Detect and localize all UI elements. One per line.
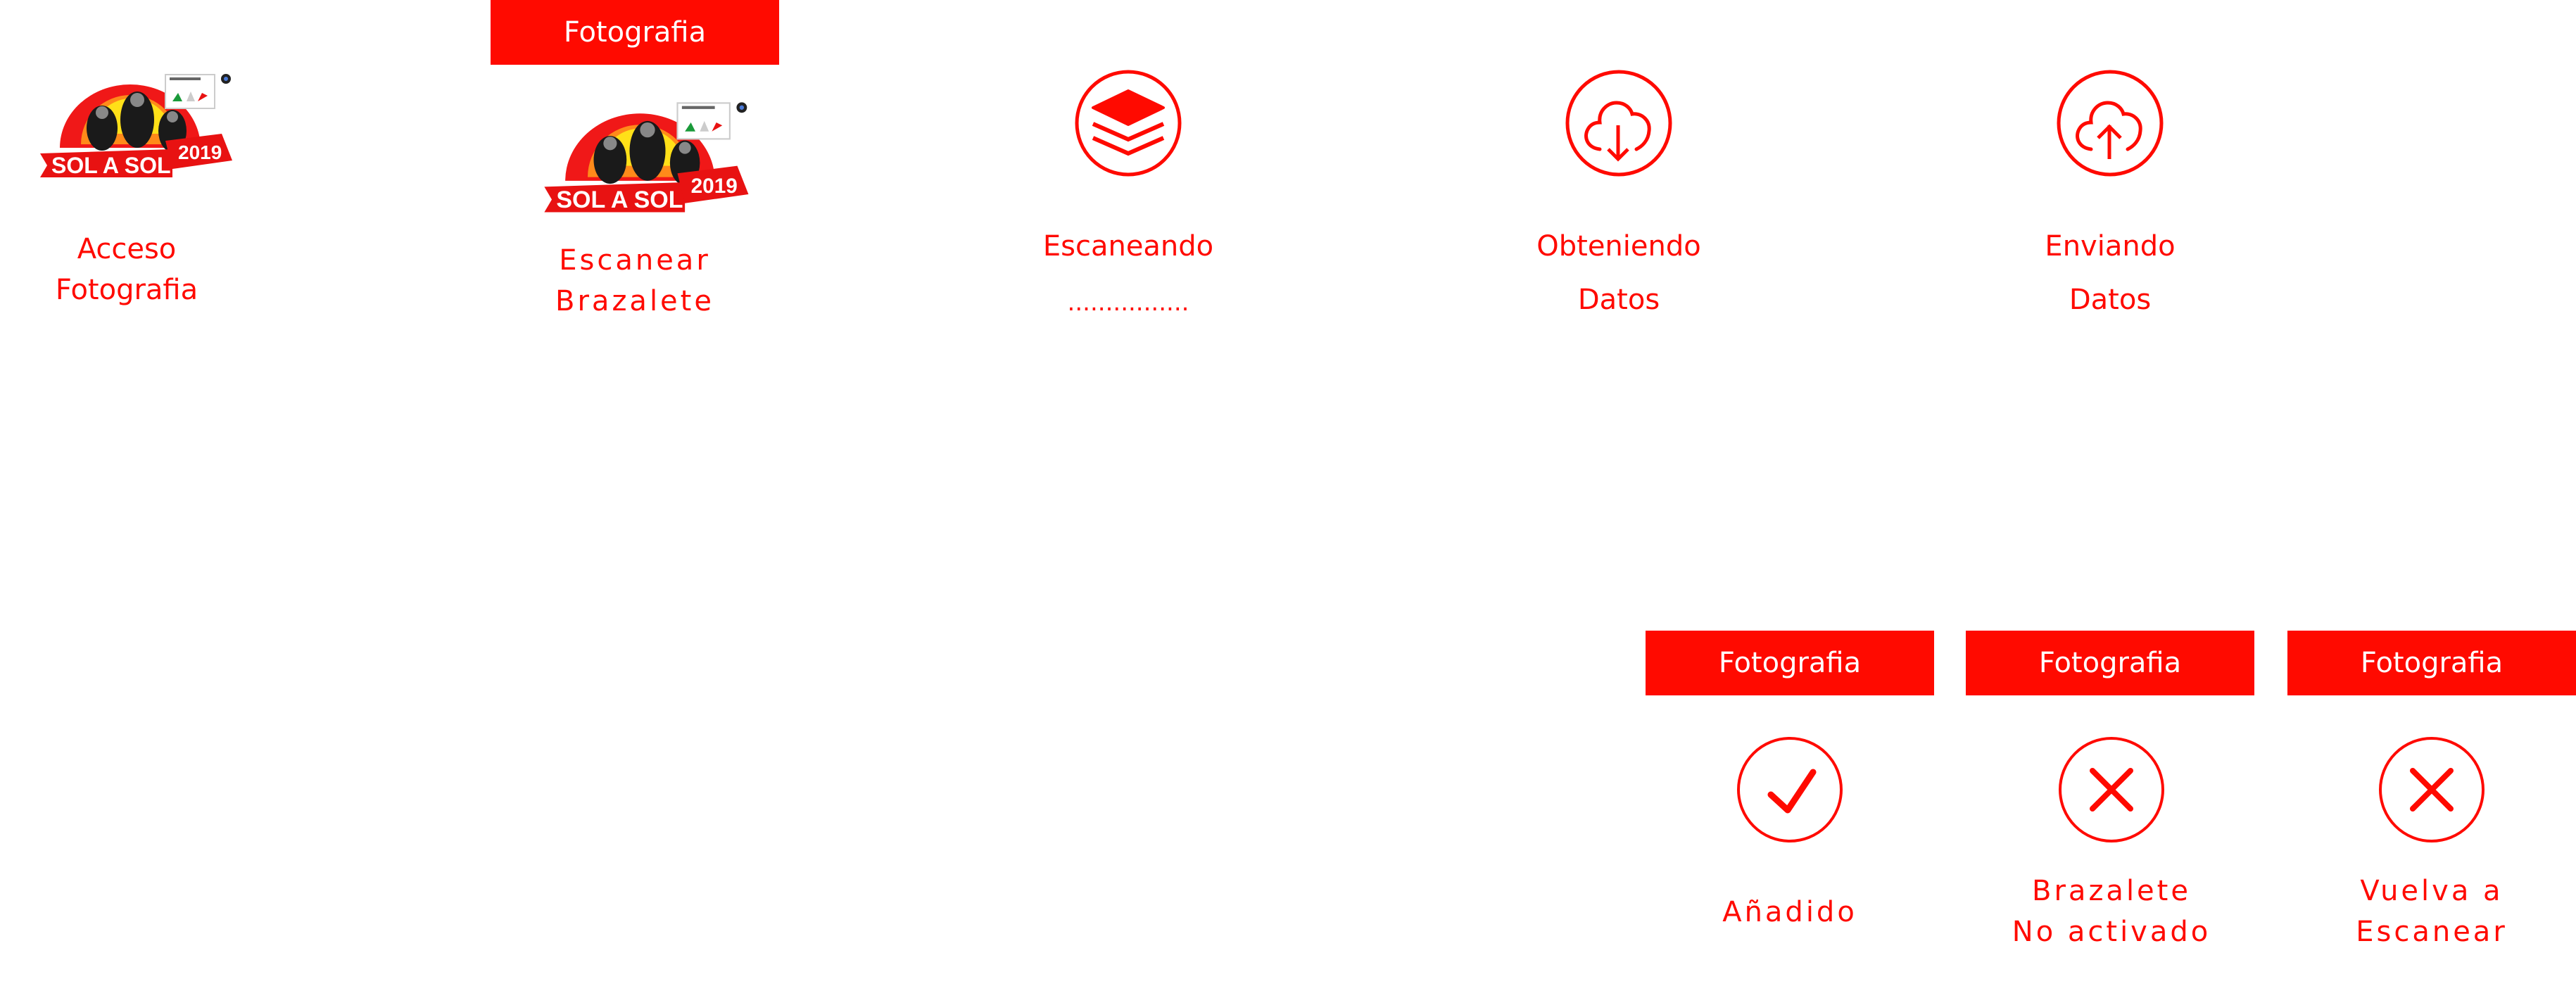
progress-dots: ................ <box>1067 289 1189 317</box>
label-line-1: Vuelva a <box>2360 875 2504 907</box>
label-line-1: Añadido <box>1722 896 1857 928</box>
x-circle-icon <box>2059 737 2164 842</box>
layers-icon <box>1075 70 1182 177</box>
label-line-1: Escaneando <box>1042 230 1214 263</box>
x-circle-icon <box>2379 737 2485 842</box>
label-line-2: Fotografia <box>55 274 198 306</box>
label-line-1: Escanear <box>559 244 711 277</box>
label-line-1: Obteniendo <box>1536 230 1701 263</box>
label-line-2: Brazalete <box>555 285 714 317</box>
logo-year: 2019 <box>178 141 222 163</box>
logo-title: SOL A SOL <box>51 153 171 178</box>
label-line-2: Datos <box>1577 284 1660 316</box>
header-fotografia: Fotografia <box>1646 631 1934 695</box>
header-fotografia: Fotografia <box>1966 631 2254 695</box>
cloud-upload-icon <box>2057 70 2164 177</box>
label-line-2: Datos <box>2069 284 2152 316</box>
header-fotografia: Fotografia <box>491 0 779 65</box>
sol-a-sol-logo: SOL A SOL 2019 <box>40 74 232 178</box>
label-line-2: Escanear <box>2356 916 2508 948</box>
sol-a-sol-logo: SOL A SOL 2019 <box>544 102 749 213</box>
logo-year: 2019 <box>691 175 738 198</box>
label-line-1: Acceso <box>77 233 177 265</box>
label-line-1: Enviando <box>2045 230 2176 263</box>
label-line-2: No activado <box>2012 916 2211 948</box>
cloud-download-icon <box>1565 70 1672 177</box>
logo-title: SOL A SOL <box>556 187 683 213</box>
header-fotografia: Fotografia <box>2287 631 2576 695</box>
check-circle-icon <box>1737 737 1843 842</box>
label-line-1: Brazalete <box>2032 875 2191 907</box>
